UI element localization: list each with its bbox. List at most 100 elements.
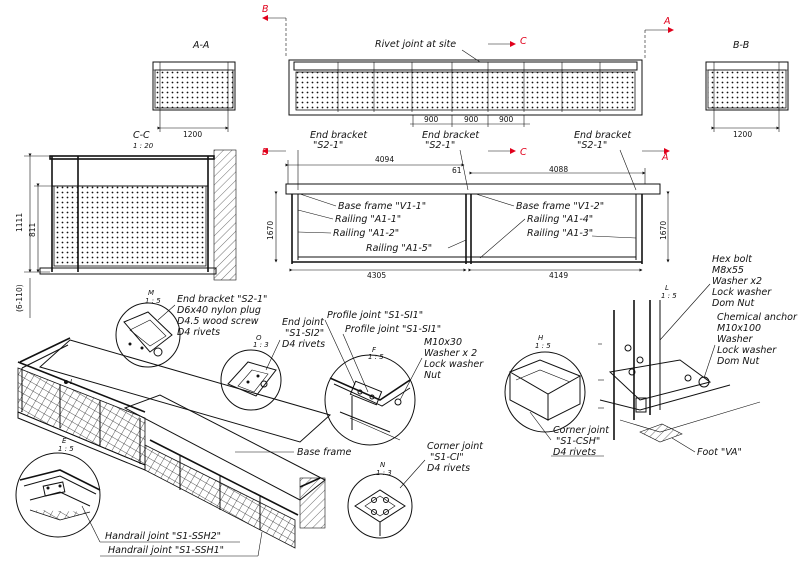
top-dim-3: 900 <box>499 115 514 124</box>
callout-profile-joint-2: Profile joint "S1-SI1" <box>345 324 441 335</box>
callout-end-bracket-4: D4 rivets <box>177 327 220 338</box>
callout-hex-bolt-4: Lock washer <box>712 287 772 298</box>
detail-n: N 1 : 3 <box>347 461 413 539</box>
callout-bolt-3: Lock washer <box>424 359 484 370</box>
detail-n-scale: 1 : 3 <box>376 469 392 477</box>
callout-hex-bolt-1: Hex bolt <box>712 254 753 265</box>
detail-o-scale: 1 : 3 <box>253 341 269 349</box>
callout-corner-ci-1: Corner joint <box>427 441 484 452</box>
callout-anchor-2: M10x100 <box>717 323 761 334</box>
end-bracket-3: End bracket <box>574 130 632 141</box>
label-railing-a1-2: Railing "A1-2" <box>333 228 399 239</box>
callout-corner-csh-2: "S1-CSH" <box>556 436 600 447</box>
callout-foot: Foot "VA" <box>697 447 742 458</box>
detail-e: E 1 : 5 <box>15 437 101 538</box>
callout-corner-ci-2: "S1-CI" <box>430 452 464 463</box>
rivet-joint-label: Rivet joint at site <box>375 39 456 50</box>
detail-l-letter: L <box>665 284 669 292</box>
callout-hex-bolt-2: M8x55 <box>712 265 744 276</box>
callout-end-joint-1: End joint <box>282 317 325 328</box>
plan-dim-bottom-left: 4305 <box>367 271 386 280</box>
callout-corner-ci-3: D4 rivets <box>427 463 470 474</box>
top-elevation: Rivet joint at site 900 900 900 <box>288 39 643 127</box>
end-bracket-1-code: "S2-1" <box>313 140 343 151</box>
callout-anchor-5: Dom Nut <box>717 356 761 367</box>
callout-anchor-3: Washer <box>717 334 754 345</box>
section-a-a-title: A-A <box>192 40 209 51</box>
callout-bolt-2: Washer x 2 <box>424 348 477 359</box>
plan-view: End bracket "S2-1" End bracket "S2-1" En… <box>266 130 670 280</box>
label-railing-a1-5: Railing "A1-5" <box>366 243 432 254</box>
label-railing-a1-1: Railing "A1-1" <box>335 214 401 225</box>
detail-h: H 1 : 5 <box>504 334 586 433</box>
callout-end-bracket-3: D4.5 wood screw <box>177 316 259 327</box>
cc-dim-total: 1111 <box>15 213 24 232</box>
section-c-c: C-C 1 : 20 1111 811 (6-110) <box>15 130 237 318</box>
callout-corner-csh-3: D4 rivets <box>553 447 596 458</box>
marker-b-mid: B <box>262 147 269 158</box>
detail-f-letter: F <box>372 346 377 354</box>
detail-h-scale: 1 : 5 <box>535 342 551 350</box>
detail-m-letter: M <box>148 289 154 297</box>
plan-dim-side-left: 1670 <box>266 221 275 240</box>
detail-m: M 1 : 5 <box>115 289 181 368</box>
section-c-c-title: C-C <box>133 130 150 141</box>
top-dim-1: 900 <box>424 115 439 124</box>
end-bracket-3-code: "S2-1" <box>577 140 607 151</box>
end-bracket-2-code: "S2-1" <box>425 140 455 151</box>
plan-dim-gap: 61 <box>452 166 462 175</box>
callout-hex-bolt-3: Washer x2 <box>712 276 762 287</box>
cc-dim-inner: 811 <box>28 222 37 237</box>
section-markers: B A C B C A <box>262 4 674 163</box>
detail-m-scale: 1 : 5 <box>145 297 161 305</box>
plan-dim-top-right: 4088 <box>549 165 568 174</box>
callout-anchor-1: Chemical anchor <box>717 312 798 323</box>
callout-handrail-ssh1: Handrail joint "S1-SSH1" <box>108 545 224 556</box>
top-dim-2: 900 <box>464 115 479 124</box>
isometric-railing: Base frame L <box>17 337 351 549</box>
callout-profile-joint-1: Profile joint "S1-SI1" <box>327 310 423 321</box>
label-base-frame: Base frame <box>297 447 351 458</box>
detail-l-mark: L <box>70 378 74 386</box>
detail-l-scale: 1 : 5 <box>661 292 677 300</box>
section-b-b: B-B 1200 <box>705 40 789 139</box>
plan-dim-side-right: 1670 <box>659 221 668 240</box>
end-bracket-2: End bracket <box>422 130 480 141</box>
section-c-c-scale: 1 : 20 <box>133 142 154 150</box>
detail-n-letter: N <box>380 461 386 469</box>
end-bracket-1: End bracket <box>310 130 368 141</box>
detail-l: L 1 : 5 <box>598 284 761 443</box>
detail-f: F 1 : 5 <box>324 346 416 446</box>
section-b-b-title: B-B <box>733 40 749 51</box>
detail-e-letter: E <box>62 437 67 445</box>
bb-dim: 1200 <box>733 130 752 139</box>
marker-c-top: C <box>520 36 527 47</box>
aa-dim: 1200 <box>183 130 202 139</box>
plan-dim-bottom-right: 4149 <box>549 271 568 280</box>
callout-anchor-4: Lock washer <box>717 345 777 356</box>
label-railing-a1-3: Railing "A1-3" <box>527 228 593 239</box>
marker-a-top: A <box>663 16 671 27</box>
callout-end-bracket-1: End bracket "S2-1" <box>177 294 267 305</box>
cc-dim-bottom: (6-110) <box>15 284 24 312</box>
callout-handrail-ssh2: Handrail joint "S1-SSH2" <box>105 531 221 542</box>
label-base-frame-v1-2: Base frame "V1-2" <box>516 201 604 212</box>
callout-end-joint-2: "S1-SI2" <box>285 328 324 339</box>
callout-bolt-1: M10x30 <box>424 337 462 348</box>
detail-e-scale: 1 : 5 <box>58 445 74 453</box>
marker-a-mid: A <box>661 152 669 163</box>
callout-end-joint-3: D4 rivets <box>282 339 325 350</box>
callout-bolt-4: Nut <box>424 370 442 381</box>
callout-end-bracket-2: D6x40 nylon plug <box>177 305 261 316</box>
marker-b-top: B <box>262 4 269 15</box>
callouts: End bracket "S2-1" D6x40 nylon plug D4.5… <box>81 254 798 557</box>
detail-h-letter: H <box>538 334 544 342</box>
marker-c-mid: C <box>520 147 527 158</box>
detail-o: O 1 : 3 <box>220 334 282 411</box>
detail-o-letter: O <box>256 334 262 342</box>
section-a-a: A-A 1200 <box>152 40 236 139</box>
detail-f-scale: 1 : 5 <box>368 353 384 361</box>
callout-hex-bolt-5: Dom Nut <box>712 298 756 309</box>
